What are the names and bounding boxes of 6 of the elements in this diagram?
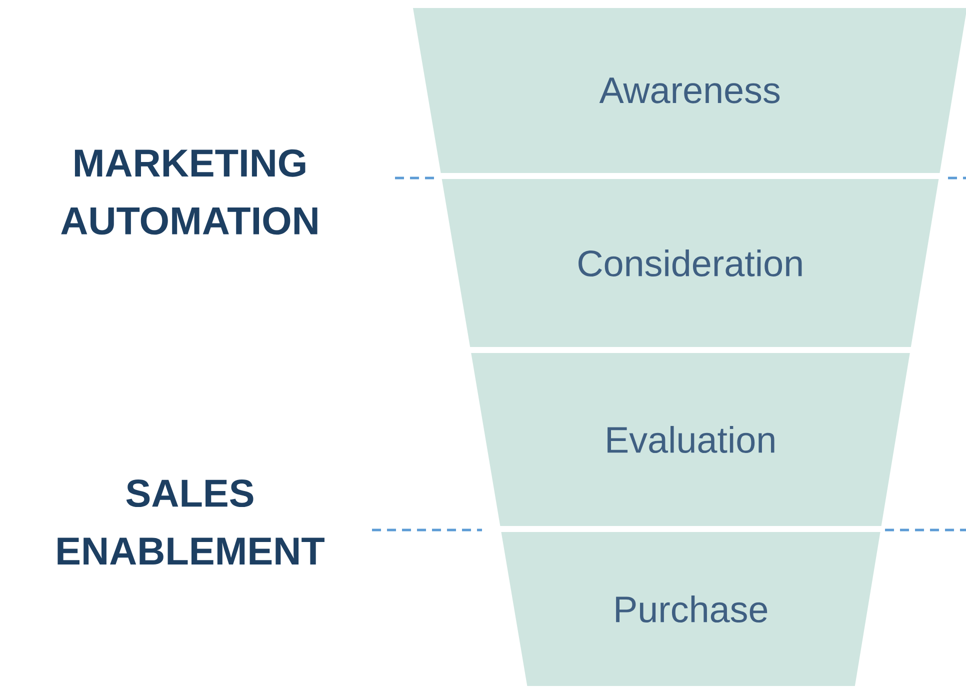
funnel-stage: Awareness: [413, 8, 966, 173]
section-label: SALES ENABLEMENT: [58, 480, 324, 564]
funnel-stage: Consideration: [442, 179, 939, 347]
section-label: MARKETING AUTOMATION: [61, 149, 318, 235]
funnel-stage: Purchase: [501, 532, 880, 686]
funnel-stage: Evaluation: [471, 353, 910, 526]
